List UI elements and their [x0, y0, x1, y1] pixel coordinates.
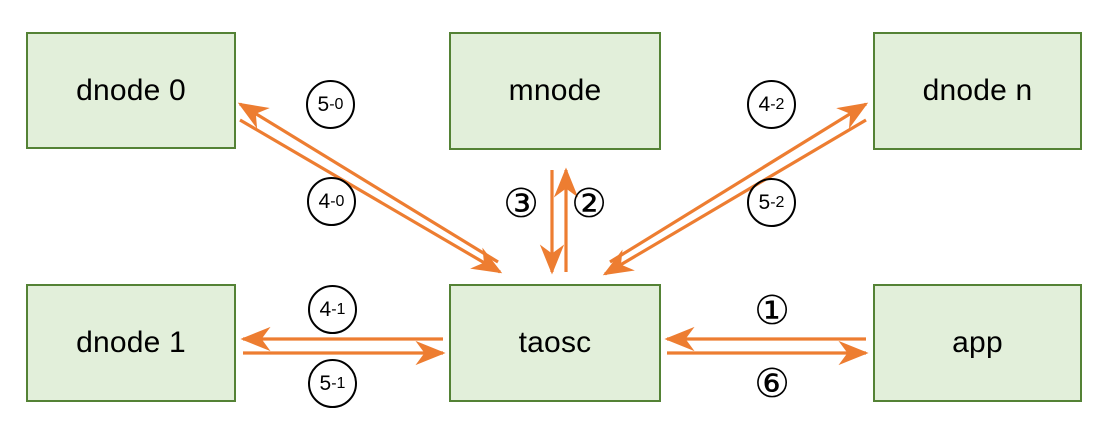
step-badge-4-0: 4-0 — [307, 177, 356, 226]
node-dnode-0[interactable]: dnode 0 — [26, 32, 236, 149]
node-label-dnode-1: dnode 1 — [76, 326, 186, 359]
step-badge-5-2-sub: -2 — [770, 193, 785, 211]
step-badge-3: ③ — [495, 178, 547, 230]
step-badge-5-2-main: 5 — [758, 190, 771, 214]
step-badge-5-1-main: 5 — [319, 371, 332, 395]
step-badge-6: ⑥ — [746, 358, 798, 410]
step-badge-1: ① — [746, 285, 798, 337]
step-badge-4-0-main: 4 — [318, 189, 331, 213]
step-badge-2: ② — [563, 178, 615, 230]
node-label-mnode: mnode — [508, 74, 602, 107]
step-badge-5-0: 5-0 — [306, 80, 355, 129]
step-badge-4-0-sub: -0 — [330, 192, 345, 210]
step-badge-3-main: ③ — [503, 181, 539, 227]
node-label-dnode-n: dnode n — [922, 74, 1033, 107]
node-label-app: app — [952, 326, 1003, 359]
node-label-taosc: taosc — [518, 326, 592, 359]
step-badge-5-2: 5-2 — [747, 178, 796, 227]
step-badge-4-1-main: 4 — [319, 297, 332, 321]
step-badge-2-main: ② — [571, 181, 607, 227]
step-badge-4-2-main: 4 — [758, 92, 771, 116]
step-badge-5-0-main: 5 — [317, 92, 330, 116]
step-badge-4-1-sub: -1 — [331, 300, 346, 318]
node-app[interactable]: app — [873, 284, 1082, 402]
step-badge-4-2-sub: -2 — [770, 95, 785, 113]
node-taosc[interactable]: taosc — [449, 284, 661, 402]
step-badge-5-1: 5-1 — [308, 359, 357, 408]
step-badge-6-main: ⑥ — [754, 361, 790, 407]
node-dnode-1[interactable]: dnode 1 — [26, 284, 236, 402]
step-badge-5-0-sub: -0 — [329, 95, 344, 113]
step-badge-4-1: 4-1 — [308, 285, 357, 334]
node-mnode[interactable]: mnode — [449, 32, 661, 150]
step-badge-4-2: 4-2 — [747, 80, 796, 129]
step-badge-5-1-sub: -1 — [331, 374, 346, 392]
step-badge-1-main: ① — [754, 288, 790, 334]
node-dnode-n[interactable]: dnode n — [873, 32, 1082, 150]
node-label-dnode-0: dnode 0 — [76, 73, 186, 107]
